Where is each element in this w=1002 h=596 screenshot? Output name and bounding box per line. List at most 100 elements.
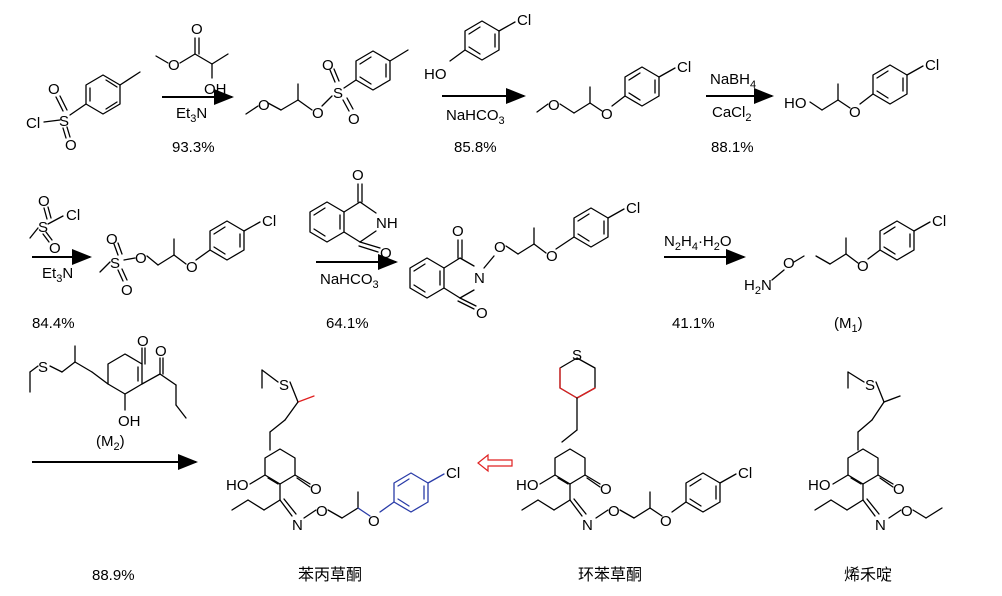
o-label: O — [49, 240, 61, 257]
o-label: O — [191, 21, 203, 38]
o-label: O — [168, 57, 180, 74]
cl-label: Cl — [26, 115, 40, 132]
n-label: N — [875, 517, 886, 534]
base-label: Et3N — [176, 105, 207, 125]
o-label: O — [106, 231, 118, 248]
n-label: N — [474, 270, 485, 287]
s-label: S — [279, 377, 289, 394]
o-label: O — [137, 333, 149, 350]
cl-label: Cl — [932, 213, 946, 230]
cl-label: Cl — [677, 59, 691, 76]
s-label: S — [59, 113, 69, 130]
o-label: O — [601, 106, 613, 123]
o-label: O — [857, 258, 869, 275]
base-label: NaHCO3 — [320, 271, 379, 291]
methyl-lactate: O O OH — [155, 21, 229, 98]
s-label: S — [333, 85, 343, 102]
h2n-label: H2N — [744, 277, 772, 297]
cl-label: Cl — [446, 465, 460, 482]
o-label: O — [312, 105, 324, 122]
o-label: O — [476, 305, 488, 322]
base-label: Et3N — [42, 265, 73, 285]
o-label: O — [546, 248, 558, 265]
s-label: S — [38, 359, 48, 376]
yield-label: 41.1% — [672, 315, 715, 332]
compound-sethoxydim: S HO O N O — [808, 371, 943, 534]
yield-label: 85.8% — [454, 139, 497, 156]
o-label: O — [316, 503, 328, 520]
cl-label: Cl — [66, 207, 80, 224]
n-label: N — [292, 517, 303, 534]
o-label: O — [38, 193, 50, 210]
o-label: O — [608, 503, 620, 520]
product-tosylate: O O S O O — [245, 49, 409, 128]
oh-label: OH — [118, 413, 141, 430]
cl-label: Cl — [738, 465, 752, 482]
o-label: O — [901, 503, 913, 520]
product-alcohol: HO O Cl — [784, 57, 939, 121]
yield-label: 93.3% — [172, 139, 215, 156]
base-label: NaHCO3 — [446, 107, 505, 127]
ho-label: HO — [226, 477, 249, 494]
product-aryl-ether: O O Cl — [536, 59, 691, 123]
o-label: O — [452, 223, 464, 240]
intermediate-m1: H2N O O Cl — [744, 213, 946, 297]
compound-name-3: 烯禾啶 — [844, 565, 892, 584]
o-label: O — [660, 513, 672, 530]
nh-label: NH — [376, 215, 398, 232]
mesyl-chloride: O S Cl O — [29, 193, 80, 257]
s-label: S — [38, 219, 48, 236]
compound-label-m2: (M2) — [96, 433, 125, 453]
final-product-profoxydim: S HO O N O O Cl — [226, 369, 460, 534]
reagent-label: NaBH4 — [710, 71, 756, 91]
o-label: O — [322, 57, 334, 74]
reagent-label: N2H4·H2O — [664, 233, 732, 253]
o-label: O — [348, 111, 360, 128]
cl-label: Cl — [262, 213, 276, 230]
compound-label-m1: (M1) — [834, 315, 863, 335]
o-label: O — [494, 239, 506, 256]
o-label: O — [48, 81, 60, 98]
yield-label: 84.4% — [32, 315, 75, 332]
oh-label: OH — [204, 81, 227, 98]
yield-label: 88.9% — [92, 567, 135, 584]
phthalimide: O NH O — [309, 167, 398, 262]
o-label: O — [380, 245, 392, 262]
o-label: O — [121, 282, 133, 299]
cl-label: Cl — [925, 57, 939, 74]
product-phthalimide-ether: O N O O O Cl — [409, 200, 640, 322]
ho-label: HO — [516, 477, 539, 494]
compound-cyclohexane-analog: S HO O N O O Cl — [516, 347, 752, 534]
o-label: O — [155, 343, 167, 360]
compound-name-1: 苯丙草酮 — [298, 565, 362, 584]
tosyl-chloride: Cl S O O — [26, 71, 141, 154]
cl-label: Cl — [626, 200, 640, 217]
hollow-left-arrow-icon — [477, 453, 513, 473]
o-label: O — [352, 167, 364, 184]
yield-label: 64.1% — [326, 315, 369, 332]
o-label: O — [893, 481, 905, 498]
o-label: O — [135, 250, 147, 267]
o-label: O — [783, 255, 795, 272]
yield-label: 88.1% — [711, 139, 754, 156]
o-label: O — [65, 137, 77, 154]
s-label: S — [110, 255, 120, 272]
ho-label: HO — [424, 66, 447, 83]
n-label: N — [582, 517, 593, 534]
ho-label: HO — [784, 95, 807, 112]
o-label: O — [368, 513, 380, 530]
o-label: O — [548, 97, 560, 114]
ho-label: HO — [808, 477, 831, 494]
intermediate-m2: S O OH O — [29, 333, 187, 430]
o-label: O — [310, 481, 322, 498]
cl-label: Cl — [517, 12, 531, 29]
o-label: O — [186, 259, 198, 276]
reagent-label: CaCl2 — [712, 104, 751, 124]
o-label: O — [849, 104, 861, 121]
chlorophenol: HO Cl — [424, 12, 531, 83]
compound-name-2: 环苯草酮 — [578, 565, 642, 584]
o-label: O — [600, 481, 612, 498]
product-mesylate: S O O O O Cl — [99, 213, 276, 299]
o-label: O — [258, 97, 270, 114]
